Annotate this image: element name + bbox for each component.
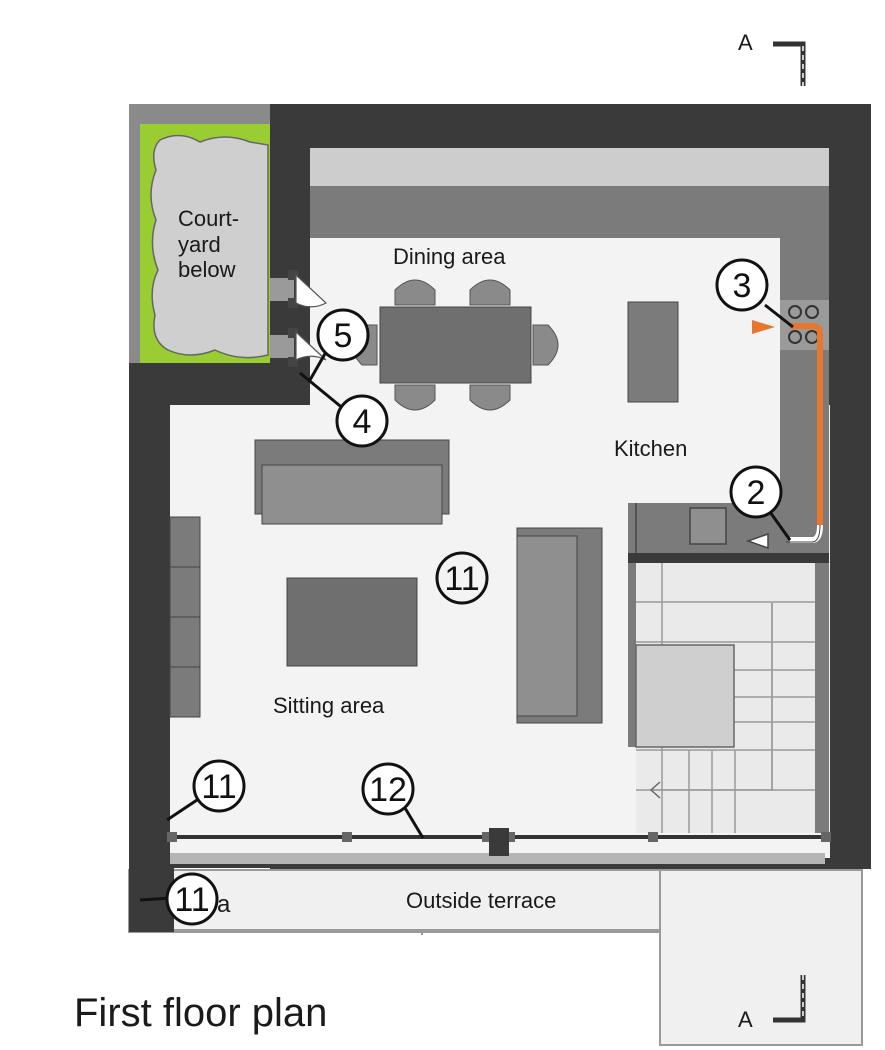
svg-text:12: 12 xyxy=(369,771,407,809)
callout-11-center: 11 xyxy=(435,551,489,605)
section-marker-label: A xyxy=(738,30,753,55)
courtyard-label-line-3: below xyxy=(178,257,236,282)
stair-direction-arrow-icon xyxy=(649,781,661,799)
callout-11a: 11 a xyxy=(165,872,231,926)
callout-5: 5 xyxy=(316,308,370,362)
staircase xyxy=(628,553,829,833)
callout-leaders xyxy=(139,303,794,902)
sitting-furniture xyxy=(169,439,603,724)
svg-text:11: 11 xyxy=(444,560,479,598)
svg-text:5: 5 xyxy=(334,317,353,355)
section-marker-bottom: A xyxy=(738,975,806,1032)
callout-2: 2 xyxy=(729,465,783,519)
outside-terrace xyxy=(128,869,863,1046)
callout-3: 3 xyxy=(715,258,769,312)
svg-text:3: 3 xyxy=(733,267,752,305)
dining-area-label: Dining area xyxy=(393,244,506,269)
callout-11-wall: 11 xyxy=(192,759,246,813)
outside-terrace-label: Outside terrace xyxy=(406,888,556,913)
service-pipe xyxy=(745,320,823,550)
courtyard-label-line-1: Court- xyxy=(178,206,239,231)
courtyard-below xyxy=(129,104,270,363)
svg-text:11: 11 xyxy=(201,768,236,806)
kitchen-units xyxy=(310,148,829,553)
supply-arrow-icon xyxy=(752,320,775,334)
svg-text:4: 4 xyxy=(353,403,372,441)
section-marker-label: A xyxy=(738,1007,753,1032)
courtyard-doors xyxy=(270,270,328,367)
sitting-area-label: Sitting area xyxy=(273,693,385,718)
glazed-facade xyxy=(167,828,831,864)
section-marker-top: A xyxy=(738,30,806,86)
dining-set xyxy=(351,279,559,411)
return-arrow-icon xyxy=(745,532,769,550)
svg-text:2: 2 xyxy=(747,474,766,512)
callout-4: 4 xyxy=(335,394,389,448)
svg-text:a: a xyxy=(217,891,231,918)
svg-text:11: 11 xyxy=(174,881,209,919)
callout-12: 12 xyxy=(361,762,415,816)
plan-title: First floor plan xyxy=(74,991,327,1035)
kitchen-label: Kitchen xyxy=(614,436,687,461)
courtyard-label-line-2: yard xyxy=(178,232,221,257)
